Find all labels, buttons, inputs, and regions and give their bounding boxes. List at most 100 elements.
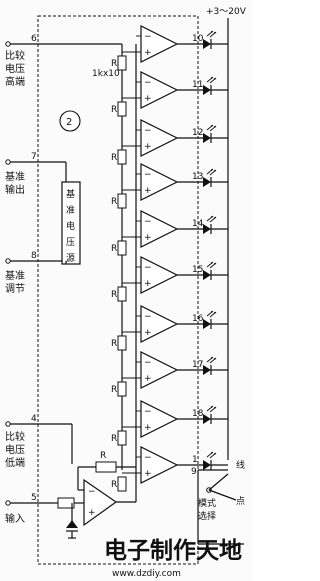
schematic-svg: +3～20V 6 比较 电压 高端 7 基准 输出 8 基准 调节 (5, 7, 247, 579)
pin-8-label-2: 调节 (5, 283, 25, 295)
resistor-stage: R (111, 149, 127, 165)
pin-8-number: 8 (31, 251, 37, 261)
chain-resistor (117, 286, 127, 302)
chain-resistor (117, 476, 127, 492)
led-arrowhead-2 (214, 407, 216, 409)
comparator-plus-sign: + (144, 142, 152, 152)
comparator-minus-sign: − (144, 32, 152, 42)
comparator-minus-sign: − (144, 358, 152, 368)
pin-5-terminal (5, 500, 11, 506)
led-arrowhead-2 (214, 358, 216, 360)
led (203, 261, 228, 280)
feedback-resistor-label: R (100, 451, 106, 461)
comparator: −+ (122, 119, 203, 157)
led (203, 124, 228, 143)
reference-block-box (61, 181, 81, 265)
led-diode-symbol (203, 39, 211, 49)
led-arrowhead-2 (214, 453, 216, 455)
led (203, 451, 228, 470)
led (203, 356, 228, 375)
pin-4-label-3: 低端 (5, 456, 25, 469)
comparator: −+ (122, 351, 203, 389)
comparator-plus-sign: + (144, 94, 152, 104)
output-pin-number: 15 (192, 265, 203, 275)
led-diode-symbol (203, 177, 211, 187)
comparator-symbol (140, 163, 179, 201)
led-arrowhead-1 (211, 357, 213, 359)
led-stack (203, 30, 228, 470)
output-pin-number: 14 (192, 219, 204, 229)
comparator: −+ (122, 71, 203, 109)
clamp-diode-symbol (66, 520, 78, 528)
led-arrowhead-2 (214, 32, 216, 34)
resistor-stage: R (111, 55, 127, 71)
comparator-minus-sign: − (144, 453, 152, 463)
pin-8-terminal (5, 258, 11, 264)
left-pin-7: 7 基准 输出 (5, 152, 66, 196)
chain-resistor (117, 55, 127, 71)
mode-pin-number: 9 (191, 467, 197, 477)
led-diode-symbol (203, 365, 211, 375)
led-arrowhead-1 (211, 169, 213, 171)
led (203, 30, 228, 49)
pin-6-label-3: 高端 (5, 75, 25, 88)
comparator-plus-sign: + (144, 469, 152, 479)
comparator: −+ (122, 163, 203, 201)
led-arrowhead-2 (214, 126, 216, 128)
led-arrowhead-1 (211, 262, 213, 264)
comparator-minus-sign: − (144, 170, 152, 180)
resistor-stage: R (111, 476, 127, 492)
led (203, 215, 228, 234)
comparator-plus-sign: + (144, 279, 152, 289)
led-arrowhead-1 (211, 452, 213, 454)
pin-4-terminal (5, 421, 11, 427)
comparator-symbol (140, 305, 179, 343)
chain-resistor-label: R (111, 290, 117, 300)
led-arrowhead-1 (211, 406, 213, 408)
pin-7-terminal (5, 159, 11, 165)
output-pin-number: 17 (192, 360, 203, 370)
led (203, 310, 228, 329)
comparator-minus-sign: − (144, 263, 152, 273)
comparator-plus-sign: + (144, 423, 152, 433)
comparator-symbol (140, 71, 179, 109)
comparator-plus-sign: + (144, 233, 152, 243)
comparator-plus-sign: + (144, 328, 152, 338)
comparator-symbol (140, 119, 179, 157)
pin-5-label-1: 输入 (5, 512, 25, 525)
resistor-stage: R (111, 240, 127, 256)
marker-2: 2 (59, 110, 81, 132)
resistor-stage: R (111, 101, 127, 117)
pin-8-label-1: 基准 (5, 269, 25, 282)
pin-7-label-1: 基准 (5, 170, 25, 183)
reference-label-2: 准 (66, 205, 75, 216)
led-diode-symbol (203, 460, 211, 470)
input-op-amp-minus: − (88, 487, 96, 497)
chain-resistor-label: R (111, 59, 117, 69)
mode-switch-lower (208, 489, 237, 501)
led-arrowhead-1 (211, 31, 213, 33)
led-diode-symbol (203, 270, 211, 280)
reference-label-1: 基 (66, 188, 75, 200)
comparator-minus-sign: − (144, 126, 152, 136)
comparator-symbol (140, 351, 179, 389)
comparator: −+ (122, 256, 203, 294)
chain-resistor-label: R (111, 339, 117, 349)
chain-resistor (117, 381, 127, 397)
led-diode-symbol (203, 224, 211, 234)
pin-6-terminal (5, 41, 11, 47)
resistor-stage: R (111, 335, 127, 351)
chain-resistor-label: R (111, 244, 117, 254)
led-arrowhead-1 (211, 311, 213, 313)
mode-switch-arm (208, 473, 229, 491)
mode-option-line: 线 (236, 459, 245, 471)
led-arrowhead-1 (211, 216, 213, 218)
pin-6-label-1: 比较 (5, 49, 25, 62)
output-pin-number: 12 (192, 128, 203, 138)
chain-resistor-label: R (111, 153, 117, 163)
left-pin-4: 4 比较 电压 低端 (5, 414, 73, 469)
pin-7-number: 7 (31, 152, 37, 162)
mode-label-1: 模式 (198, 497, 216, 509)
feedback-resistor (95, 461, 117, 473)
led (203, 168, 228, 187)
